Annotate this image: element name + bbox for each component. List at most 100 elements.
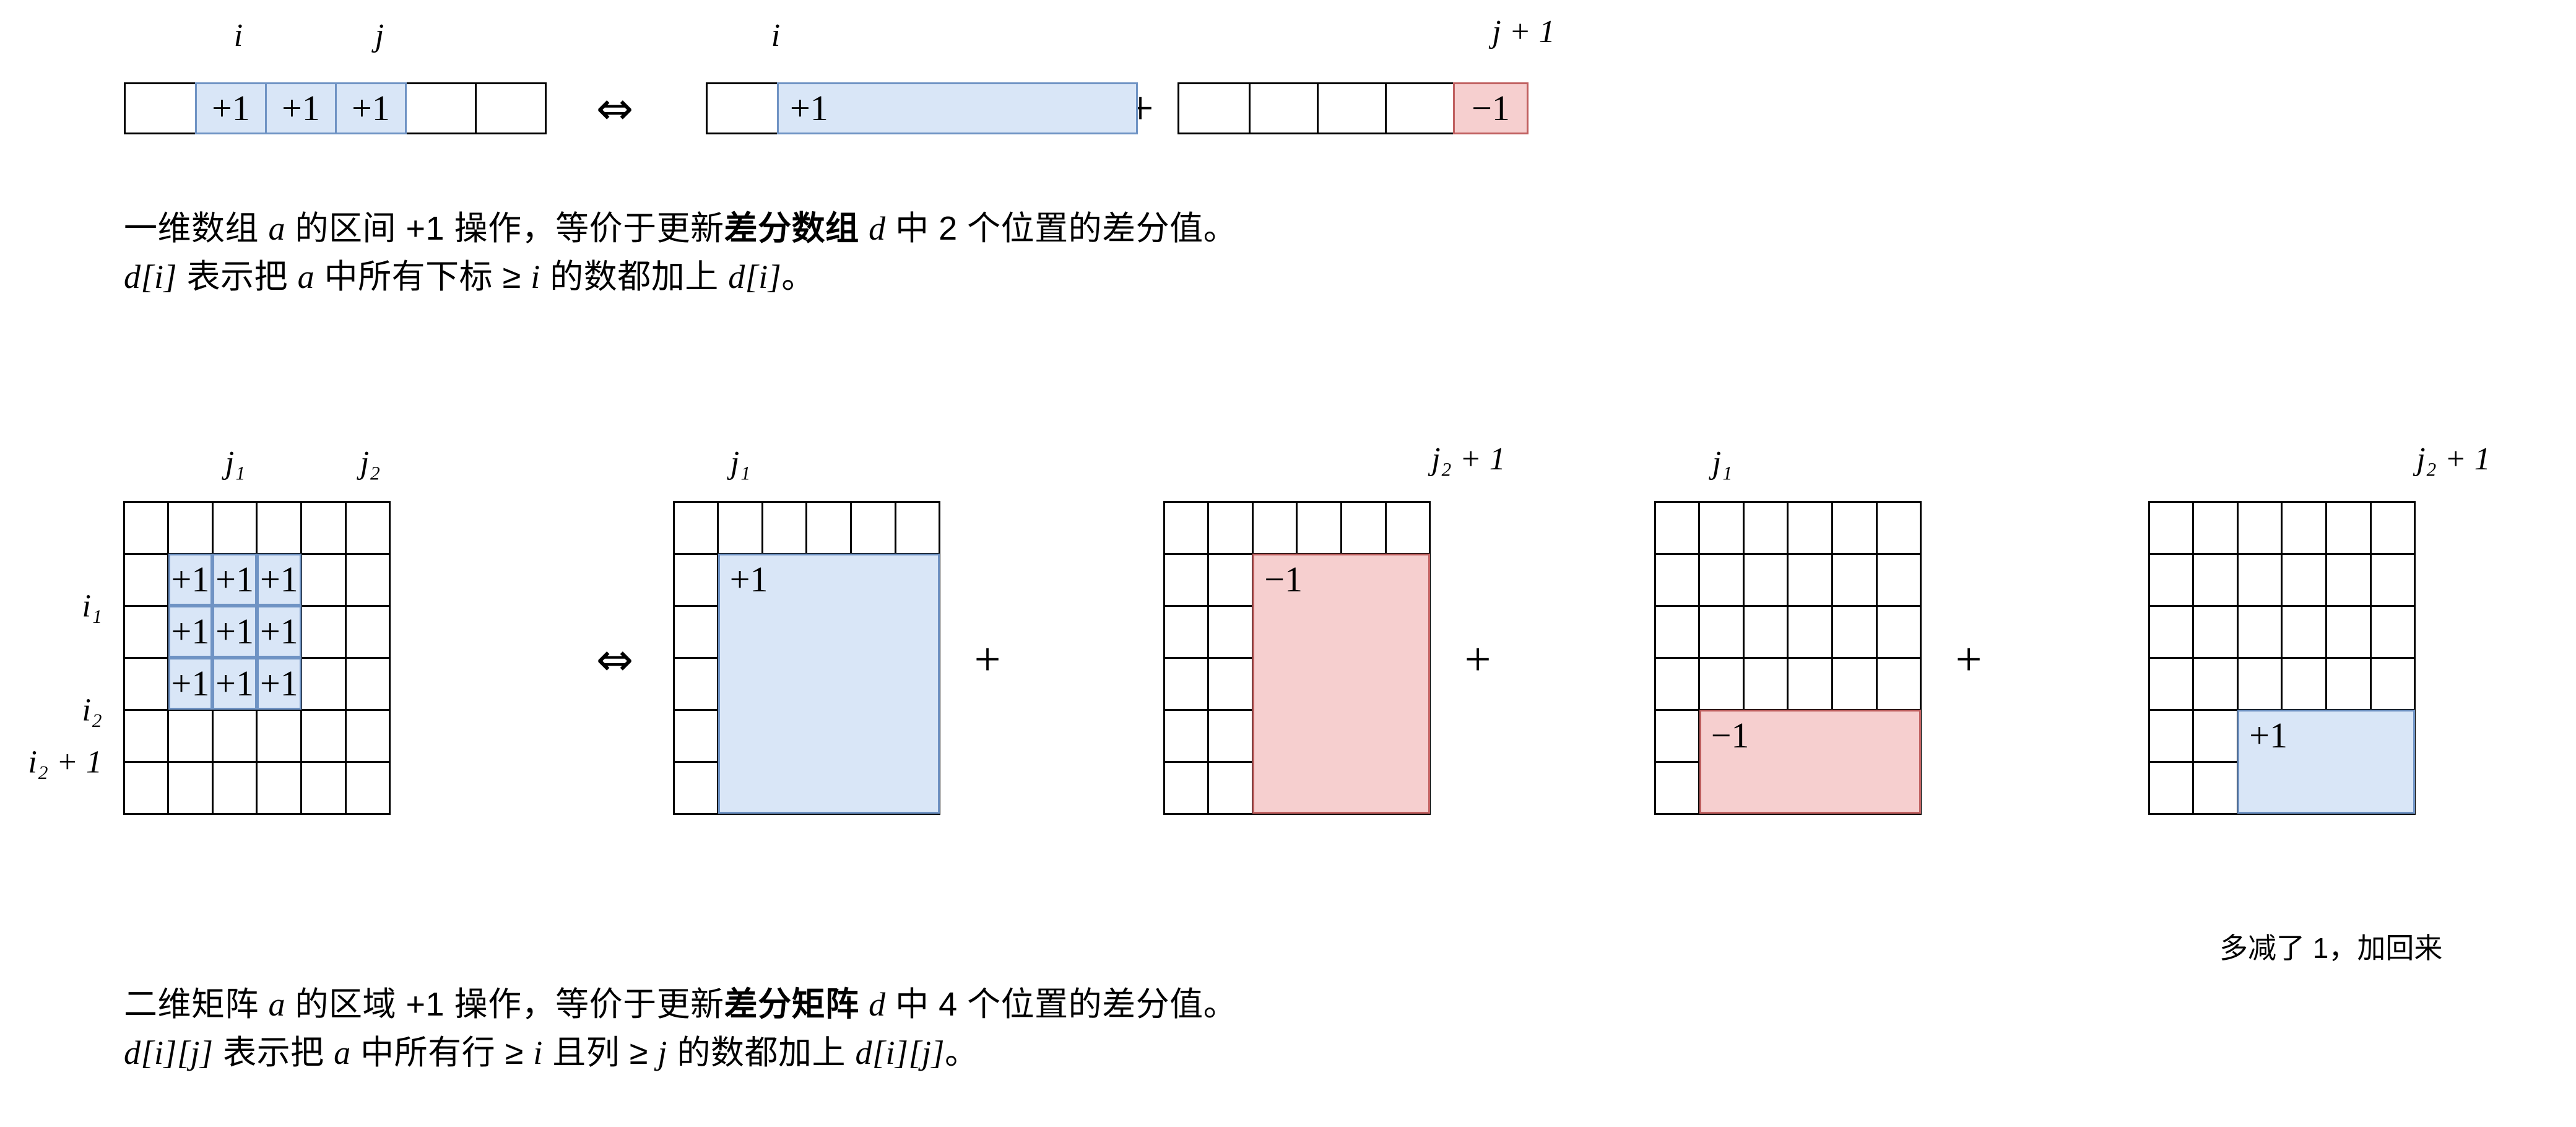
matrix-cell [167,760,214,815]
matrix-cell [1207,708,1254,763]
matrix-cell [123,760,170,815]
matrix5-region-plus: +1 [2237,710,2415,814]
matrix2-region-plus: +1 [718,554,940,814]
matrix-cell-plus-one: +1 [168,606,213,658]
matrix-cell [1787,552,1834,607]
matrix-cell [1340,500,1387,555]
matrix-cell [167,708,214,763]
caption-text [859,986,869,1023]
matrix-cell [300,604,347,659]
matrix-cell [1207,552,1254,607]
diff-matrix-corner-plus [2148,500,2416,815]
matrix-cell [2192,708,2239,763]
matrix-cell [1163,656,1210,711]
matrix-cell [300,552,347,607]
matrix-cell [2192,604,2239,659]
matrix-cell [167,500,214,555]
matrix-cell [1163,604,1210,659]
matrix-cell [344,708,391,763]
caption-var-d: d [869,986,886,1023]
matrix-cell [256,760,303,815]
diff-array-minus: −1 [1177,82,1529,134]
caption-text: 表示把 [213,1034,334,1071]
matrix-cell [256,708,303,763]
caption-var-di2: d[i] [728,258,782,295]
array2-top-label-i: i [771,18,781,53]
caption-text: 中所有行 ≥ [350,1034,534,1071]
matrix-cell [2281,500,2328,555]
array-cell: +1 [265,82,337,134]
matrix-cell [2192,656,2239,711]
matrix-cell [300,656,347,711]
matrix-cell [123,500,170,555]
caption-var-i: i [531,258,540,295]
matrix-cell [2148,552,2195,607]
equivalence-icon: ⇔ [596,82,634,134]
section2-caption-line2: d[i][j] 表示把 a 中所有行 ≥ i 且列 ≥ j 的数都加上 d[i]… [124,1029,979,1077]
plus-icon: + [974,633,1001,685]
matrix-cell-plus-one: +1 [212,606,257,658]
matrix-cell [761,500,808,555]
matrix-cell [123,552,170,607]
caption-var-di: d[i] [124,258,178,295]
section1-caption-line2: d[i] 表示把 a 中所有下标 ≥ i 的数都加上 d[i]。 [124,253,815,301]
matrix-cell [1875,604,1922,659]
matrix-cell [211,760,258,815]
matrix-cell [894,500,941,555]
matrix-cell [1831,500,1878,555]
matrix-cell [1831,656,1878,711]
caption-var-a: a [297,258,315,295]
caption-text: 。 [945,1034,979,1071]
array-cell [1385,82,1455,134]
caption-var-j: j [657,1034,667,1071]
matrix5-top-label-j2-plus-1: j₂ + 1 [2416,442,2491,477]
matrix-cell [2325,656,2372,711]
equivalence-icon: ⇔ [596,633,634,685]
matrix-cell [2281,552,2328,607]
caption-text: 中 4 个位置的差分值。 [885,986,1238,1023]
corner-note: 多减了 1，加回来 [2219,932,2443,964]
matrix-cell [2148,500,2195,555]
caption-var-dij: d[i][j] [124,1034,214,1071]
matrix-cell [672,500,719,555]
array-cell [405,82,477,134]
caption-var-d: d [869,210,886,247]
matrix-cell [1742,500,1789,555]
matrix-cell [1875,500,1922,555]
matrix-cell [1163,500,1210,555]
matrix-cell [123,708,170,763]
caption-var-a: a [268,986,286,1023]
array1-top-label-j: j [375,18,384,53]
matrix1-top-label-j1: j₁ [225,445,246,481]
section1-caption-line1: 一维数组 a 的区间 +1 操作，等价于更新差分数组 d 中 2 个位置的差分值… [124,204,1237,253]
matrix-cell [2369,656,2416,711]
matrix-cell [2325,604,2372,659]
matrix-cell [1831,552,1878,607]
matrix-cell [1742,604,1789,659]
diff-matrix-bottom-minus [1654,500,1922,815]
array-cell [1177,82,1251,134]
matrix-cell [2281,656,2328,711]
caption-text: 的区间 +1 操作，等价于更新 [285,210,724,247]
caption-var-a: a [334,1034,351,1071]
plus-icon: + [1464,633,1491,685]
matrix-cell-plus-one: +1 [212,658,257,710]
matrix-cell [300,708,347,763]
matrix-cell [2148,604,2195,659]
caption-var-i: i [533,1034,543,1071]
matrix-cell [672,656,719,711]
matrix-cell [2236,656,2283,711]
matrix-cell [2281,604,2328,659]
matrix-cell [1163,708,1210,763]
array-cell [124,82,197,134]
matrix-cell [2192,500,2239,555]
matrix-cell [672,552,719,607]
caption-var-dij2: d[i][j] [855,1034,945,1071]
matrix-cell [1384,500,1431,555]
caption-bold-diff-array: 差分数组 [724,210,859,247]
matrix-cell [2369,552,2416,607]
matrix-cell [211,708,258,763]
diff-array-plus: +1 [706,82,1138,134]
matrix-cell [850,500,896,555]
array-cell [706,82,779,134]
